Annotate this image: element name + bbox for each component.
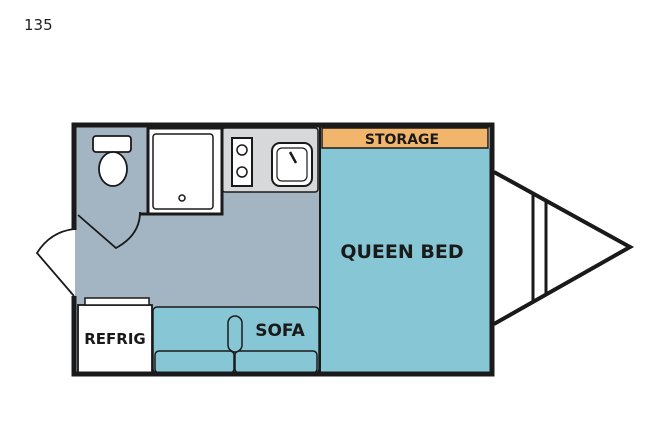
queen-bed	[320, 148, 490, 373]
model-number: 135	[24, 16, 53, 34]
refrigerator	[77, 304, 153, 374]
entry-door	[35, 228, 75, 297]
shower	[146, 126, 224, 216]
queen-bed-label: QUEEN BED	[340, 241, 463, 263]
sink-icon	[271, 142, 313, 187]
storage-area	[321, 127, 489, 149]
trailer-hitch	[493, 170, 635, 326]
toilet-icon	[92, 135, 132, 153]
exterior-wall	[71, 122, 495, 377]
storage-label: STORAGE	[365, 132, 439, 148]
bathroom-door	[77, 211, 141, 250]
sofa-label: SOFA	[255, 321, 305, 341]
refrig-label: REFRIG	[84, 330, 146, 348]
